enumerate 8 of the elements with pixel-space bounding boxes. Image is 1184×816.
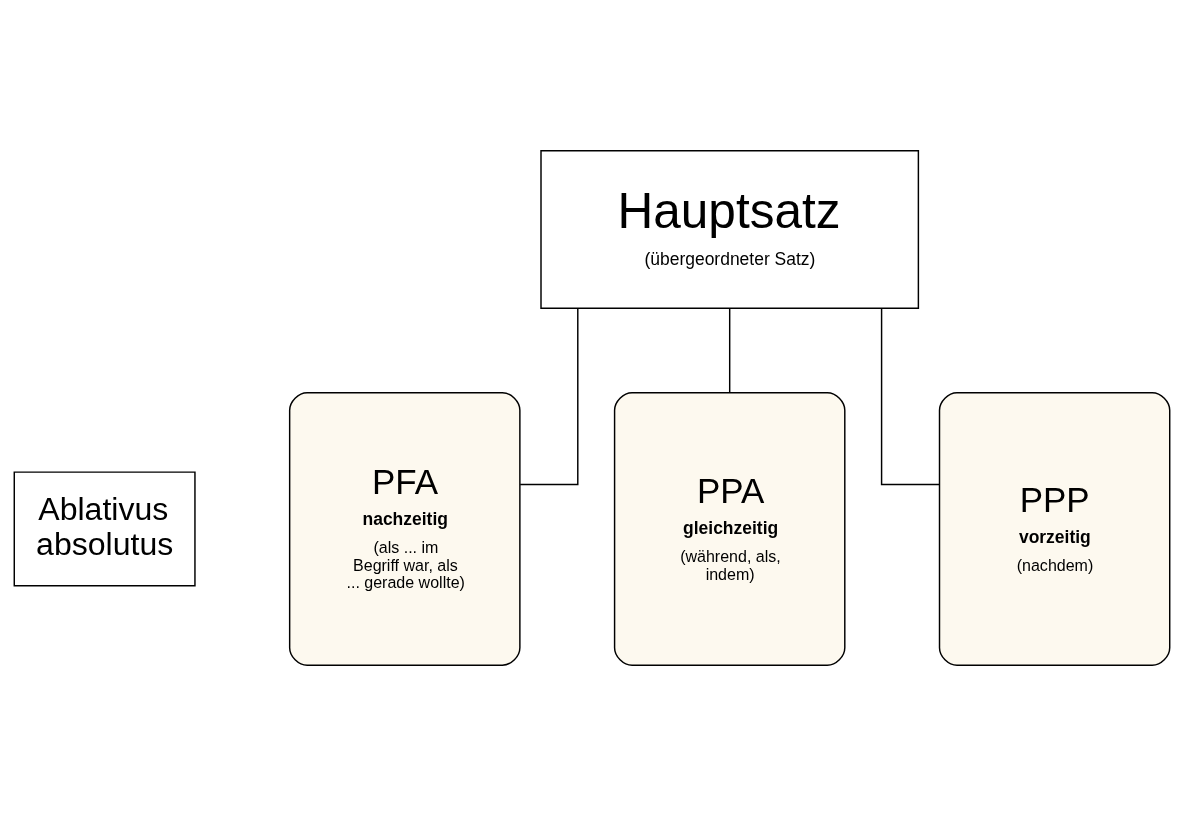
- node-box: PPP vorzeitig (nachdem): [938, 391, 1171, 666]
- node-box: PPA gleichzeitig (während, als, indem): [613, 391, 846, 666]
- connector: [519, 308, 579, 486]
- connector: [728, 307, 731, 394]
- connector: [880, 308, 940, 486]
- node-box: Ablativus absolutus: [13, 471, 196, 587]
- node-box: PFA nachzeitig (als ... im Begriff war, als ... gerade wollte): [288, 391, 521, 666]
- node-box: Hauptsatz (übergeordneter Satz): [540, 150, 920, 309]
